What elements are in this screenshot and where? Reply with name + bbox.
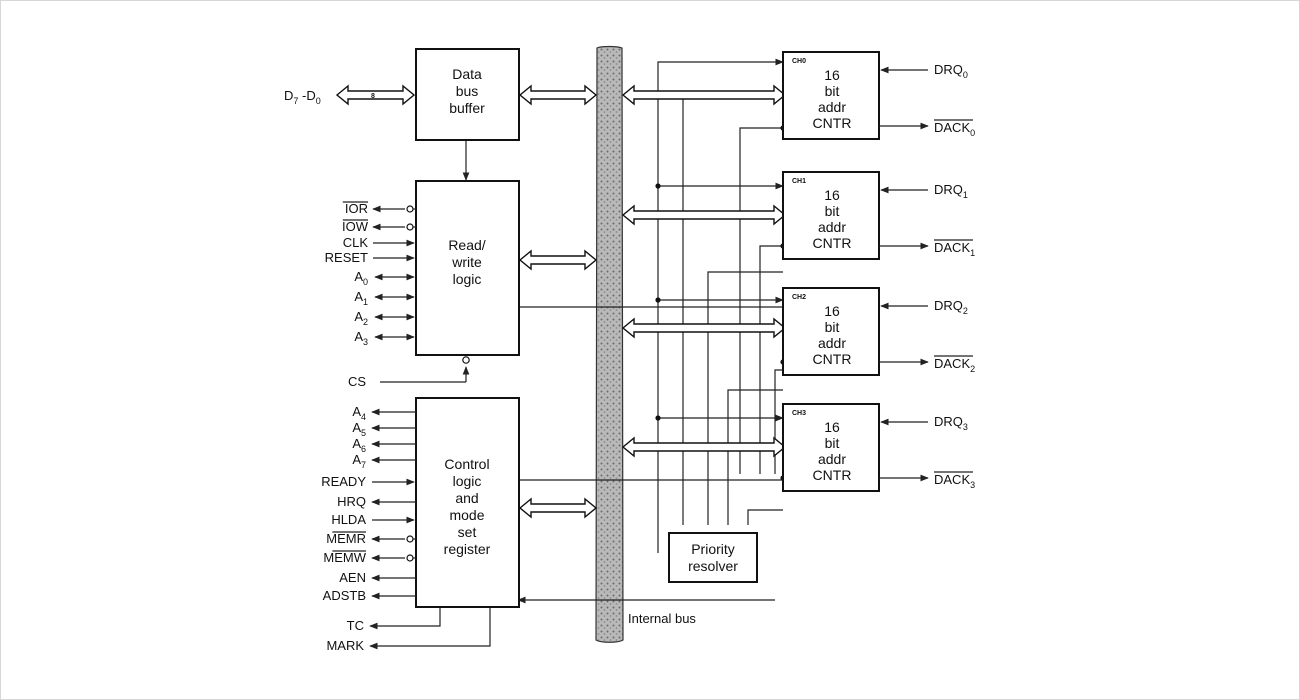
drq-label: DRQ1 — [934, 182, 968, 200]
counter-box — [782, 51, 880, 140]
counter-text: addr — [818, 335, 846, 351]
channel-tag: CH3 — [792, 410, 806, 417]
counter-text: CNTR — [813, 235, 852, 251]
pin-label: A3 — [354, 329, 368, 347]
counter-text: bit — [825, 83, 840, 99]
drq-label: DRQ0 — [934, 62, 968, 80]
bottom-pin-label: TC — [347, 618, 364, 633]
pin-label: A0 — [354, 269, 368, 287]
block-text: resolver — [688, 558, 738, 574]
bus-arrows: 8 — [335, 84, 787, 519]
dack-label: DACK2 — [934, 356, 975, 374]
pin-label: READY — [321, 474, 366, 489]
pin-label: HLDA — [331, 512, 366, 527]
bottom-pin-label: MARK — [326, 638, 364, 653]
counter-text: 16 — [824, 303, 840, 319]
counter-text: bit — [825, 435, 840, 451]
pin-label: MEMW — [323, 550, 366, 565]
drq-label: DRQ2 — [934, 298, 968, 316]
block-text: mode — [449, 507, 484, 523]
pin-line — [371, 554, 416, 562]
channel-bus-arrow — [621, 84, 787, 106]
counter-text: 16 — [824, 67, 840, 83]
block-text: and — [455, 490, 478, 506]
ctrl-bus-arrow — [518, 497, 598, 519]
channel-bus-arrow — [621, 317, 787, 339]
dack-label: DACK3 — [934, 472, 975, 490]
block-text: Priority — [691, 541, 735, 557]
control-logic-block: Control logic and mode set register — [415, 397, 520, 608]
counter-text: bit — [825, 319, 840, 335]
channel-tag: CH0 — [792, 58, 806, 65]
block-text: Data — [452, 66, 482, 82]
data-bus-label: D7 -D0 — [284, 88, 321, 106]
counter-text: 16 — [824, 419, 840, 435]
counter-text: CNTR — [813, 115, 852, 131]
block-text: Read/ — [448, 237, 485, 253]
internal-bus — [595, 45, 624, 643]
pin-label: ADSTB — [323, 588, 366, 603]
pin-label: A2 — [354, 309, 368, 327]
channels: CH016bitaddrCNTRDRQ0DACK0CH116bitaddrCNT… — [782, 51, 975, 492]
pin-label: A5 — [352, 420, 366, 438]
read-write-logic-block: Read/ write logic — [415, 180, 520, 356]
pin-label: AEN — [339, 570, 366, 585]
counter-text: CNTR — [813, 351, 852, 367]
block-text: register — [444, 541, 491, 557]
channel-tag: CH1 — [792, 178, 806, 185]
dack-label: DACK0 — [934, 120, 975, 138]
priority-resolver-block: Priority resolver — [668, 532, 758, 583]
pin-label: IOW — [342, 219, 369, 234]
pin-line — [371, 535, 416, 543]
pin-label: A1 — [354, 289, 368, 307]
counter-text: CNTR — [813, 467, 852, 483]
block-text: bus — [456, 83, 479, 99]
pin-label: MEMR — [326, 531, 366, 546]
bottom-pins: TC MARK — [326, 618, 364, 653]
block-text: write — [451, 254, 482, 270]
block-text: logic — [453, 271, 482, 287]
pin-label: A7 — [352, 452, 366, 470]
counter-text: addr — [818, 219, 846, 235]
pin-line — [372, 205, 416, 213]
channel-bus-arrow — [621, 204, 787, 226]
rw-bus-arrow — [518, 249, 598, 271]
counter-text: bit — [825, 203, 840, 219]
buffer-bus-arrow — [518, 84, 598, 106]
counter-box — [782, 403, 880, 492]
block-text: Control — [444, 456, 489, 472]
drq-label: DRQ3 — [934, 414, 968, 432]
pin-label: CLK — [343, 235, 369, 250]
counter-text: addr — [818, 451, 846, 467]
block-text: buffer — [449, 100, 485, 116]
block-text: logic — [453, 473, 482, 489]
counter-text: 16 — [824, 187, 840, 203]
pin-label: RESET — [325, 250, 368, 265]
bus-width-label: 8 — [371, 93, 375, 100]
block-text: set — [458, 524, 477, 540]
pin-label: IOR — [345, 201, 368, 216]
pin-label: A6 — [352, 436, 366, 454]
bus-wires — [369, 140, 783, 650]
channel-tag: CH2 — [792, 294, 806, 301]
counter-box — [782, 171, 880, 260]
pin-label: A4 — [352, 404, 366, 422]
data-bus-buffer-block: Data bus buffer — [415, 48, 520, 141]
internal-bus-label: Internal bus — [628, 611, 696, 626]
data-bus-arrow — [335, 84, 416, 106]
counter-box — [782, 287, 880, 376]
pin-label: HRQ — [337, 494, 366, 509]
cs-pin-label: CS — [348, 374, 366, 389]
pin-line — [372, 223, 416, 231]
channel-bus-arrow — [621, 436, 787, 458]
counter-text: addr — [818, 99, 846, 115]
dack-label: DACK1 — [934, 240, 975, 258]
